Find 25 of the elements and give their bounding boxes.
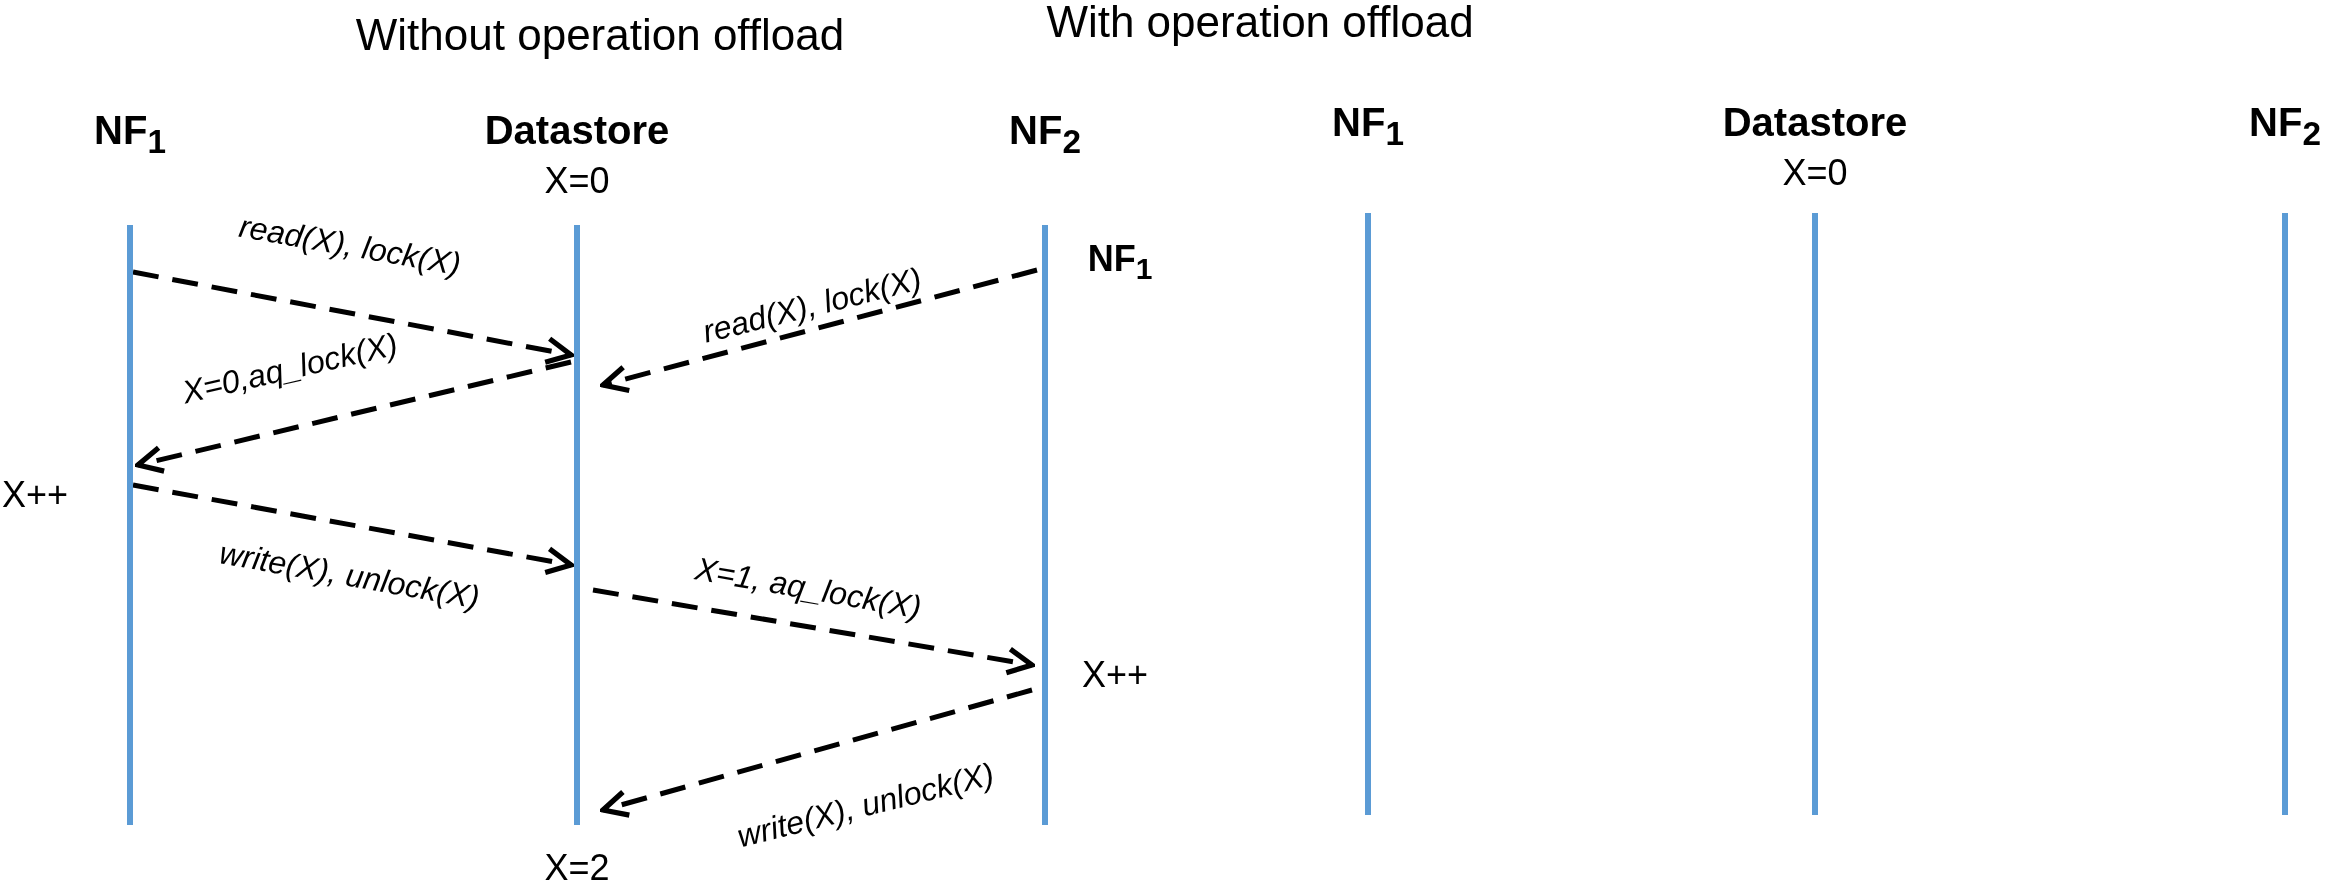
participant-name: NF$_{2}$ <box>2248 100 2322 153</box>
panel-title: With operation offload <box>1046 0 1474 44</box>
arrow <box>132 269 574 365</box>
edge-label: write(X), unlock(X) <box>217 536 483 614</box>
annotation-text: X++ <box>1081 657 1149 693</box>
participant-name: NF$_{1}$ <box>1331 100 1405 153</box>
edge-label: read(X), lock(X) <box>236 209 464 281</box>
participant-name: NF$_{2}$ <box>1008 108 1082 161</box>
arrow <box>600 267 1038 394</box>
annotation-text: X++ <box>1 477 69 513</box>
edge-label: write(X), unlock(X) <box>734 757 998 853</box>
arrow <box>592 587 1035 676</box>
participant-name: Datastore <box>483 108 671 153</box>
annotation-text: NF$_{1}$ <box>1087 241 1153 285</box>
initial-value: X=0 <box>1781 152 1849 194</box>
annotation-text: X=2 <box>544 850 610 886</box>
edge-label: read(X), lock(X) <box>699 262 925 348</box>
initial-value: X=0 <box>543 160 611 202</box>
panel-title: Without operation offload <box>355 13 845 57</box>
arrow <box>132 482 574 576</box>
participant-name: NF$_{1}$ <box>93 108 167 161</box>
arrow <box>600 687 1033 818</box>
arrow <box>135 359 572 474</box>
participant-name: Datastore <box>1721 100 1909 145</box>
edge-label: X=1, aq_lock(X) <box>692 552 924 624</box>
